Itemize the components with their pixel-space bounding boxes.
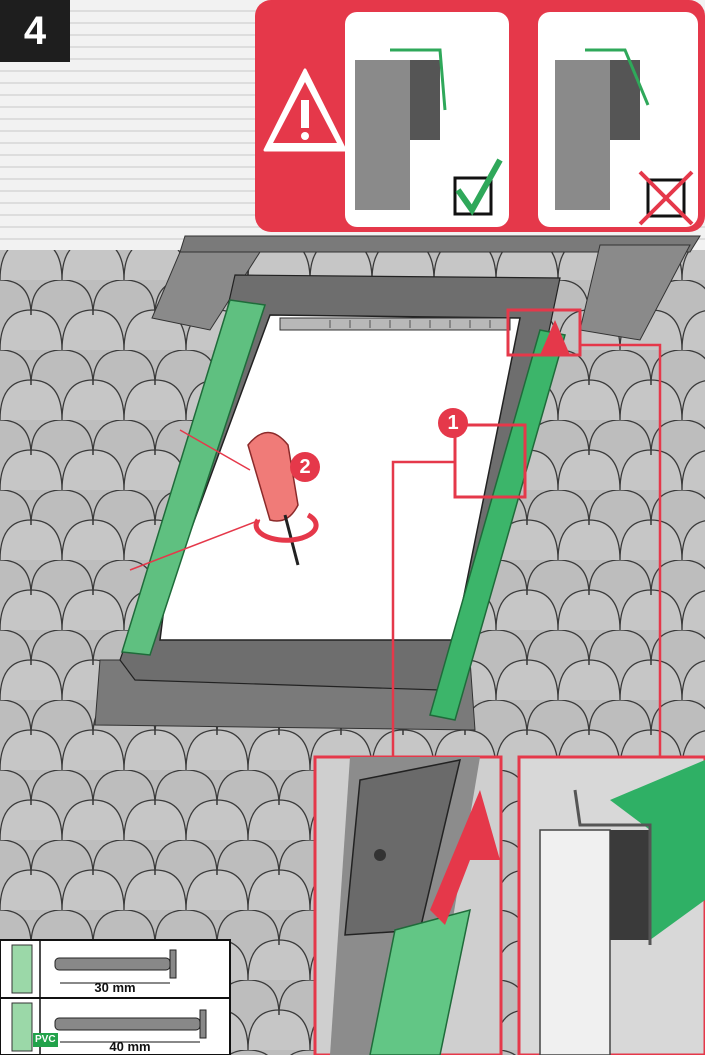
screw-length-30: 30 mm	[75, 980, 155, 995]
warning-panel	[255, 0, 705, 232]
step-number: 4	[0, 0, 70, 62]
screw-length-40: 40 mm	[90, 1039, 170, 1054]
pvc-tag: PVC	[33, 1033, 58, 1047]
detail-panel-right	[519, 757, 705, 1055]
detail-panel-left	[315, 757, 501, 1055]
ventilation-bar	[280, 318, 510, 330]
callout-2: 2	[290, 452, 320, 482]
callout-1: 1	[438, 408, 468, 438]
